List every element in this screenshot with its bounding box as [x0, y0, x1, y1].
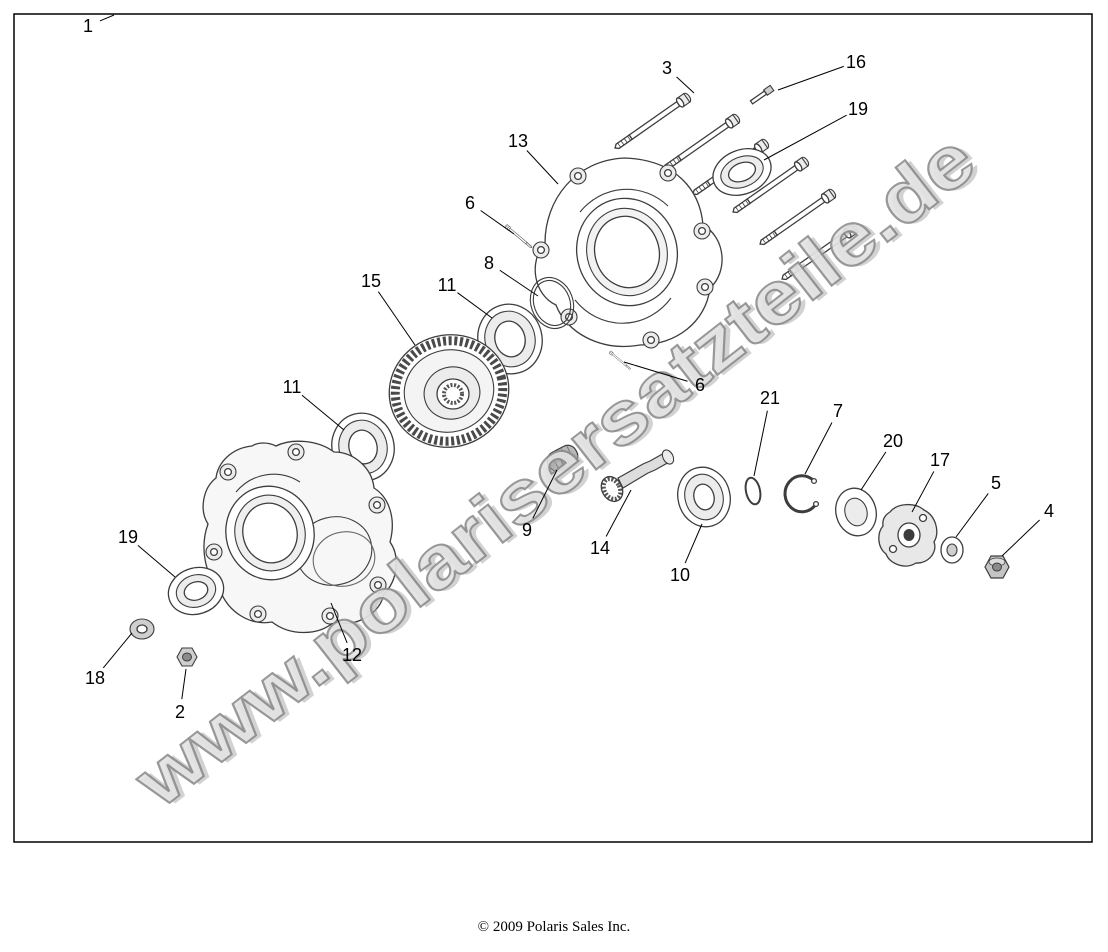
callout-leader-8-6: [499, 269, 539, 297]
callout-leader-20-13: [860, 451, 887, 491]
callout-label-11-8: 11: [438, 275, 457, 295]
callout-leader-18-22: [102, 632, 133, 669]
seal-upper: [712, 148, 772, 196]
callout-label-12-21: 12: [342, 645, 362, 665]
main-gearcase-housing: [202, 440, 397, 634]
vent-fitting: [749, 84, 775, 105]
exploded-view: [129, 84, 1010, 667]
callout-label-10-19: 10: [670, 565, 690, 585]
callout-label-17-14: 17: [930, 450, 950, 470]
cover-bolt-bosses: [532, 164, 714, 349]
retaining-circlip: [783, 474, 820, 514]
pinion-bearing: [677, 466, 731, 528]
callout-label-6-10: 6: [695, 375, 705, 395]
snap-ring: [744, 476, 762, 506]
callout-label-1-0: 1: [83, 16, 93, 36]
seal-lower: [167, 566, 225, 616]
spacer-washer: [835, 487, 877, 537]
small-screw-upper: [504, 223, 534, 250]
washer-left: [129, 618, 155, 640]
callout-leader-21-11: [753, 410, 768, 477]
callout-label-13-4: 13: [508, 131, 528, 151]
callout-leader-15-7: [377, 291, 416, 346]
callout-label-3-1: 3: [662, 58, 672, 78]
callout-leader-4-16: [1001, 519, 1040, 557]
callout-label-19-3: 19: [848, 99, 868, 119]
callout-leader-12-21: [330, 602, 348, 644]
callout-label-20-13: 20: [883, 431, 903, 451]
callout-label-7-12: 7: [833, 401, 843, 421]
callout-label-19-20: 19: [118, 527, 138, 547]
callout-label-21-11: 21: [760, 388, 780, 408]
callout-leader-11-8: [457, 292, 493, 319]
callout-leader-6-10: [623, 361, 688, 382]
callout-label-11-9: 11: [283, 377, 302, 397]
nut-left: [176, 647, 198, 667]
callout-leader-6-5: [480, 210, 515, 235]
copyright-text: © 2009 Polaris Sales Inc.: [478, 919, 631, 935]
callout-leader-11-9: [301, 394, 345, 431]
callout-leader-19-20: [137, 545, 176, 578]
callout-leader-16-2: [777, 65, 844, 91]
callout-label-15-7: 15: [361, 271, 381, 291]
callout-label-8-6: 8: [484, 253, 494, 273]
callout-label-9-17: 9: [522, 520, 532, 540]
pinion-shaft: [600, 449, 675, 503]
spacer-bushing: [546, 444, 579, 472]
callout-label-6-5: 6: [465, 193, 475, 213]
callout-label-5-15: 5: [991, 473, 1001, 493]
callout-leader-5-15: [955, 493, 989, 538]
o-ring: [529, 276, 575, 330]
ring-gear-differential: [388, 334, 510, 448]
callout-leader-2-23: [181, 668, 187, 700]
housing-bolt-bosses: [205, 443, 387, 625]
callout-leader-3-1: [676, 76, 695, 94]
callout-label-2-23: 2: [175, 702, 185, 722]
callout-leader-14-18: [605, 489, 632, 537]
callout-label-16-2: 16: [846, 52, 866, 72]
flange-washer: [940, 536, 964, 564]
assembly-border: [13, 13, 1093, 843]
callout-label-14-18: 14: [590, 538, 610, 558]
output-flange: [878, 503, 938, 567]
callout-label-4-16: 4: [1044, 501, 1054, 521]
callout-label-18-22: 18: [85, 668, 105, 688]
callout-leader-17-14: [911, 471, 935, 513]
callout-leader-19-3: [763, 114, 847, 161]
flange-nut: [984, 555, 1010, 579]
callout-leader-1-0: [99, 14, 115, 22]
callout-leader-10-19: [684, 523, 703, 564]
rear-cover-housing: [532, 157, 723, 349]
callout-leader-9-17: [532, 469, 558, 519]
callout-leader-7-12: [804, 422, 833, 475]
callout-leader-13-4: [526, 150, 559, 185]
